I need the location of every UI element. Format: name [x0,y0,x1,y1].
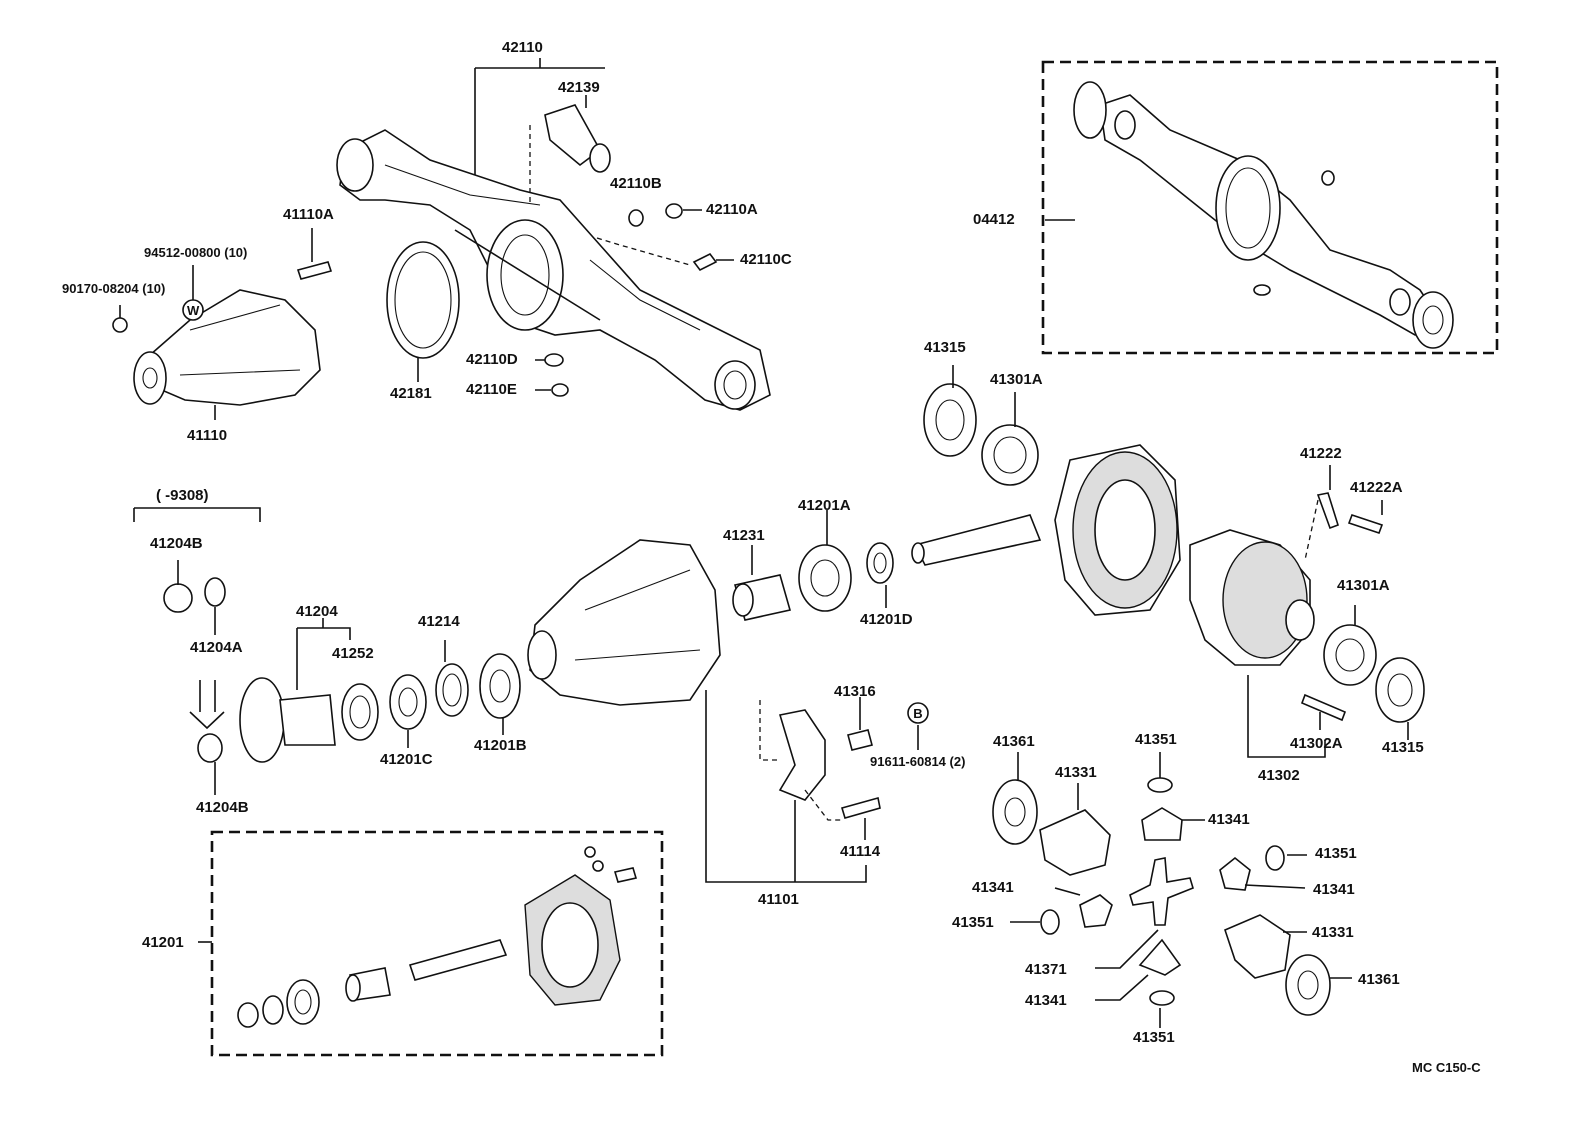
carrier-assy-41110 [112,228,333,420]
callout-42110: 42110 [502,39,543,56]
callout-41231: 41231 [723,527,765,544]
callout-42110E: 42110E [466,381,517,398]
callout-41351-right: 41351 [1315,845,1357,862]
callout-90170: 90170-08204 (10) [62,281,166,296]
callout-42139: 42139 [558,79,600,96]
callout-42110B: 42110B [610,175,662,192]
diff-gears [992,752,1352,1028]
callout-41341-top: 41341 [1208,811,1250,828]
callout-41315-top: 41315 [924,339,966,356]
callout-41302: 41302 [1258,767,1300,784]
diff-case-41302 [1189,465,1425,758]
callout-41204B-top: 41204B [150,535,203,552]
callout-41351-left: 41351 [952,914,994,931]
callout-41204: 41204 [296,603,338,620]
callout-41361-left: 41361 [993,733,1035,750]
callout-41101: 41101 [758,891,799,908]
pinion-flange-group [133,507,521,795]
callout-41201C: 41201C [380,751,433,768]
w-symbol: W [187,303,200,318]
callout-41204A: 41204A [190,639,243,656]
callout-41252: 41252 [332,645,374,662]
callout-04412: 04412 [973,211,1015,228]
callout-41351-top: 41351 [1135,731,1177,748]
callout-41371: 41371 [1025,961,1067,978]
callout-41201: 41201 [142,934,184,951]
ring-pinion-upper [911,365,1181,616]
callout-41341-left: 41341 [972,879,1014,896]
callout-41341-bottom: 41341 [1025,992,1067,1009]
axle-housing-42110 [336,58,771,411]
callout-9308: ( -9308) [156,487,209,504]
callout-41110: 41110 [187,427,228,444]
callout-41201D: 41201D [860,611,913,628]
callout-42110A: 42110A [706,201,758,218]
callout-91611: 91611-60814 (2) [870,754,966,769]
carrier-41101 [527,510,929,883]
callout-41214: 41214 [418,613,460,630]
callout-41316: 41316 [834,683,876,700]
callout-42110D: 42110D [466,351,518,368]
b-symbol: B [913,706,923,721]
callout-41361-right: 41361 [1358,971,1400,988]
callout-41201B: 41201B [474,737,527,754]
callout-42181: 42181 [390,385,432,402]
callout-41204B-bottom: 41204B [196,799,249,816]
callout-41351-bottom: 41351 [1133,1029,1175,1046]
callout-42110C: 42110C [740,251,792,268]
kit-box-04412 [1041,60,1499,355]
callout-41222: 41222 [1300,445,1342,462]
callout-41301A-top: 41301A [990,371,1043,388]
callout-41331-right: 41331 [1312,924,1354,941]
callout-41110A: 41110A [283,206,334,223]
callout-41222A: 41222A [1350,479,1403,496]
callout-41315-right: 41315 [1382,739,1424,756]
diagram-ref-code: MC C150-C [1412,1060,1481,1075]
callout-41114: 41114 [840,843,881,860]
callout-41331-left: 41331 [1055,764,1097,781]
callout-41201A: 41201A [798,497,851,514]
callout-41302A: 41302A [1290,735,1343,752]
callout-94512: 94512-00800 (10) [144,245,248,260]
kit-box-41201 [198,830,664,1057]
callout-41301A-right: 41301A [1337,577,1390,594]
callout-41341-right: 41341 [1313,881,1355,898]
